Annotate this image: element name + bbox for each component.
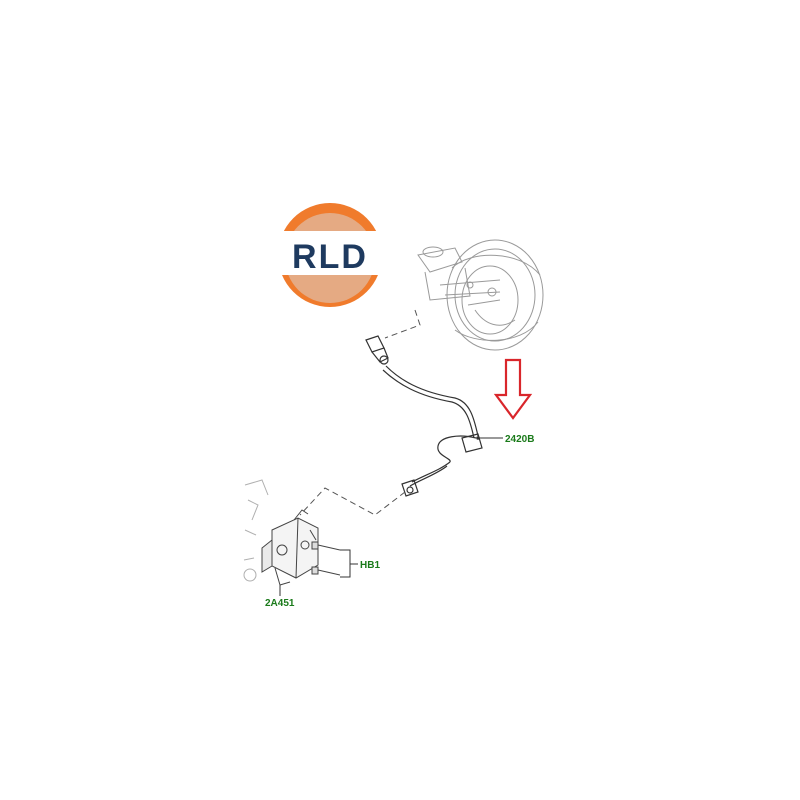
dashed-leader-bottom xyxy=(299,487,406,516)
hb1-bracket xyxy=(340,549,358,578)
logo-white-band xyxy=(275,231,385,275)
callout-2a451: 2A451 xyxy=(265,598,295,609)
callout-2420b: 2420B xyxy=(505,434,534,445)
clutch-pipe xyxy=(365,335,483,497)
slave-cylinder xyxy=(261,509,319,586)
brake-booster-sketch xyxy=(417,239,544,351)
dashed-leader-top xyxy=(384,309,421,339)
down-arrow-icon xyxy=(493,358,533,420)
gearbox-edge-sketch xyxy=(243,479,269,582)
callout-hb1: HB1 xyxy=(360,560,380,571)
pipe-leader-dot xyxy=(476,436,480,440)
bolts xyxy=(311,541,341,576)
rld-logo: RLD xyxy=(275,203,385,307)
logo-text: RLD xyxy=(292,238,368,276)
